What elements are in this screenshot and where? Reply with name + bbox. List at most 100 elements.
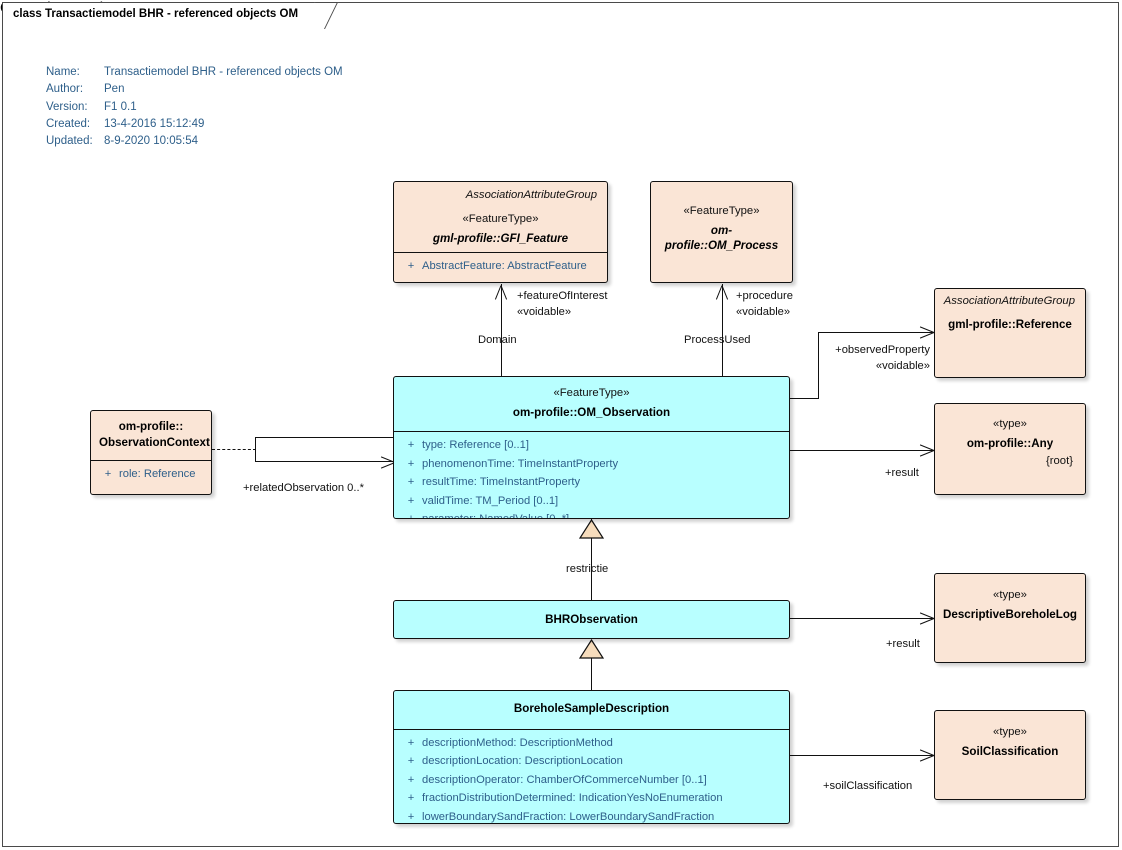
title-tab-notch [3, 24, 307, 27]
attribute-text: fractionDistributionDetermined: Indicati… [422, 792, 723, 805]
class-borehole-sample-description-attribute-4: + lowerBoundarySandFraction: LowerBounda… [396, 808, 787, 823]
meta-value-version: F1 0.1 [104, 100, 137, 113]
connector-related-observation-qualifier-box [255, 437, 395, 462]
attribute-text: role: Reference [119, 468, 196, 480]
class-gfi-feature[interactable]: AssociationAttributeGroup «FeatureType» … [393, 181, 608, 283]
visibility-marker: + [407, 792, 415, 805]
class-gfi-feature-attribute-0: + AbstractFeature: AbstractFeature [396, 257, 605, 276]
connector-result-log-role: +result [886, 638, 920, 650]
class-reference-name: gml-profile::Reference [948, 318, 1072, 331]
attribute-text: descriptionMethod: DescriptionMethod [422, 736, 613, 749]
attribute-text: AbstractFeature: AbstractFeature [422, 260, 587, 272]
class-descriptive-borehole-log-stereotype: «type» [993, 589, 1027, 601]
class-borehole-sample-description[interactable]: BoreholeSampleDescription + descriptionM… [393, 690, 790, 824]
attribute-text: descriptionOperator: ChamberOfCommerceNu… [422, 773, 707, 786]
class-om-observation[interactable]: «FeatureType» om-profile::OM_Observation… [393, 376, 790, 519]
class-gfi-feature-divider [394, 252, 607, 253]
visibility-marker: + [407, 810, 415, 823]
attribute-text: lowerBoundarySandFraction: LowerBoundary… [422, 810, 715, 823]
class-soil-classification-stereotype: «type» [993, 726, 1027, 738]
meta-key-created: Created: [46, 117, 91, 130]
class-om-process[interactable]: «FeatureType» om-profile::OM_Process [650, 181, 793, 283]
class-gfi-feature-name: gml-profile::GFI_Feature [432, 231, 569, 245]
meta-row-name: Name: Transactiemodel BHR - referenced o… [46, 64, 343, 81]
connector-procedure-stereotype: «voidable» [736, 306, 791, 318]
meta-value-updated: 8-9-2020 10:05:54 [104, 135, 198, 148]
connector-result-log-line [790, 618, 934, 619]
class-om-process-name: om-profile::OM_Process [664, 223, 779, 253]
class-om-observation-attribute-4: + parameter: NamedValue [0..*] [396, 510, 787, 518]
connector-generalization-bsd-triangle [578, 639, 605, 659]
class-borehole-sample-description-attribute-3: + fractionDistributionDetermined: Indica… [396, 789, 787, 808]
meta-key-name: Name: [46, 66, 80, 78]
meta-row-created: Created: 13-4-2016 15:12:49 [46, 116, 343, 133]
visibility-marker: + [400, 510, 422, 518]
diagram-metadata: Name: Transactiemodel BHR - referenced o… [46, 64, 343, 150]
class-om-observation-divider [394, 431, 789, 432]
class-any-header: «type» om-profile::Any {root} [935, 404, 1085, 476]
class-bhr-observation-name: BHRObservation [545, 613, 638, 626]
class-any-name: om-profile::Any [966, 436, 1054, 450]
meta-key-version: Version: [46, 100, 88, 113]
class-om-observation-attribute-3: + validTime: TM_Period [0..1] [396, 492, 787, 511]
connector-procedure-source-role: ProcessUsed [684, 334, 751, 346]
visibility-marker: + [407, 439, 415, 451]
connector-related-observation-dashed [212, 449, 256, 450]
connector-feature-of-interest-stereotype: «voidable» [517, 306, 572, 318]
class-borehole-sample-description-name: BoreholeSampleDescription [513, 702, 670, 715]
meta-value-author: Pen [104, 83, 125, 96]
class-om-observation-header: «FeatureType» om-profile::OM_Observation [394, 377, 789, 426]
meta-row-author: Author: Pen [46, 81, 343, 98]
visibility-marker: + [407, 494, 415, 507]
class-any[interactable]: «type» om-profile::Any {root} [934, 403, 1086, 495]
attribute-text: parameter: NamedValue [0..*] [422, 510, 569, 518]
class-any-constraint: {root} [1045, 455, 1073, 467]
class-descriptive-borehole-log[interactable]: «type» DescriptiveBoreholeLog [934, 573, 1086, 663]
attribute-text: phenomenonTime: TimeInstantProperty [422, 457, 619, 470]
class-reference[interactable]: AssociationAttributeGroup gml-profile::R… [934, 288, 1086, 378]
class-reference-group-label: AssociationAttributeGroup [943, 295, 1075, 307]
class-borehole-sample-description-attribute-2: + descriptionOperator: ChamberOfCommerce… [396, 771, 787, 790]
class-soil-classification-header: «type» SoilClassification [935, 711, 1085, 765]
class-borehole-sample-description-attribute-0: + descriptionMethod: DescriptionMethod [396, 734, 787, 753]
class-any-stereotype: «type» [993, 418, 1027, 430]
class-om-process-stereotype: «FeatureType» [683, 205, 760, 217]
connector-procedure-role: +procedure [736, 290, 793, 302]
visibility-marker: + [407, 457, 415, 470]
class-om-observation-attributes: + type: Reference [0..1] + phenomenonTim… [394, 432, 789, 518]
class-gfi-feature-stereotype: «FeatureType» [462, 213, 539, 225]
connector-related-observation-role: +relatedObservation 0..* [243, 482, 364, 494]
connector-procedure-line [722, 284, 723, 376]
connector-feature-of-interest-source-role: Domain [478, 334, 517, 346]
class-observation-context-attribute-0: + role: Reference [93, 465, 209, 484]
connector-restrictie-line [591, 519, 592, 600]
class-descriptive-borehole-log-header: «type» DescriptiveBoreholeLog [935, 574, 1085, 628]
visibility-marker: + [407, 736, 415, 749]
connector-observed-property-stereotype: «voidable» [875, 360, 930, 372]
class-bhr-observation-header: BHRObservation [394, 601, 789, 634]
class-borehole-sample-description-divider [394, 728, 789, 730]
meta-row-version: Version: F1 0.1 [46, 99, 343, 116]
attribute-text: resultTime: TimeInstantProperty [422, 476, 581, 489]
class-observation-context-attributes: + role: Reference [91, 461, 211, 489]
diagram-title-tab: class Transactiemodel BHR - referenced o… [2, 2, 326, 26]
connector-restrictie-label: restrictie [566, 563, 609, 575]
class-om-observation-stereotype: «FeatureType» [553, 387, 630, 399]
attribute-text: validTime: TM_Period [0..1] [422, 494, 559, 507]
class-gfi-feature-attributes: + AbstractFeature: AbstractFeature [394, 253, 607, 281]
visibility-marker: + [407, 755, 415, 768]
visibility-marker: + [407, 260, 415, 272]
attribute-text: descriptionLocation: DescriptionLocation [422, 755, 623, 768]
connector-feature-of-interest-role: +featureOfInterest [517, 290, 608, 302]
visibility-marker: + [104, 468, 112, 480]
meta-key-author: Author: [46, 83, 84, 96]
connector-generalization-bsd-line [591, 640, 592, 690]
class-gfi-feature-group-label: AssociationAttributeGroup [465, 189, 597, 201]
class-soil-classification[interactable]: «type» SoilClassification [934, 710, 1086, 800]
class-om-observation-attribute-2: + resultTime: TimeInstantProperty [396, 473, 787, 492]
connector-feature-of-interest-line [501, 284, 502, 376]
class-bhr-observation[interactable]: BHRObservation [393, 600, 790, 639]
class-om-observation-attribute-1: + phenomenonTime: TimeInstantProperty [396, 455, 787, 474]
class-observation-context[interactable]: om-profile:: ObservationContext + role: … [90, 410, 212, 495]
class-om-observation-attribute-0: + type: Reference [0..1] [396, 436, 787, 455]
